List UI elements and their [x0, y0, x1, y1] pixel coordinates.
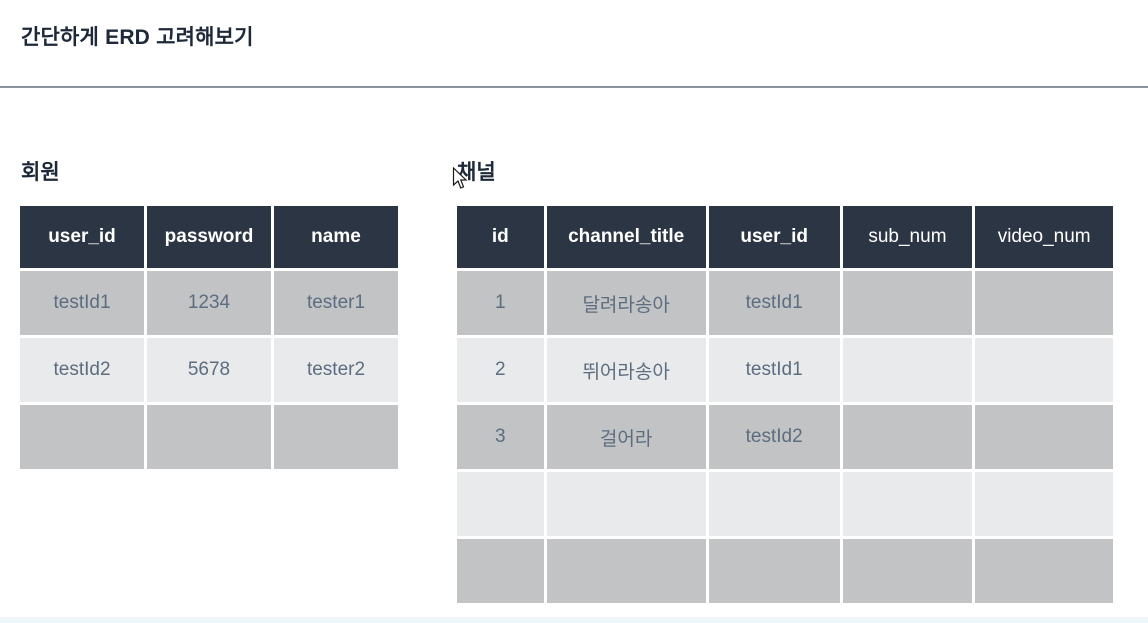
table-cell	[708, 539, 840, 603]
column-header-sub_num: sub_num	[842, 206, 973, 268]
table-cell	[147, 405, 271, 469]
table-cell	[975, 271, 1113, 335]
table-cell: 뛰어라송아	[546, 338, 706, 402]
table-cell: tester2	[274, 338, 398, 402]
table-cell	[20, 405, 144, 469]
table-cell: tester1	[274, 271, 398, 335]
column-header-name: name	[274, 206, 398, 268]
table-cell	[975, 472, 1113, 536]
table-cell: testId2	[708, 405, 840, 469]
table-cell	[274, 405, 398, 469]
table-cell	[546, 539, 706, 603]
column-header-user_id: user_id	[708, 206, 840, 268]
table-cell: 달려라송아	[546, 271, 706, 335]
column-header-user_id: user_id	[20, 206, 144, 268]
column-header-password: password	[147, 206, 271, 268]
column-header-video_num: video_num	[975, 206, 1113, 268]
table-cell: 3	[457, 405, 544, 469]
table-cell	[975, 405, 1113, 469]
table-cell: testId2	[20, 338, 144, 402]
table-cell	[457, 539, 544, 603]
table-cell	[842, 338, 973, 402]
column-header-id: id	[457, 206, 544, 268]
table-cell	[842, 405, 973, 469]
page-title: 간단하게 ERD 고려해보기	[21, 26, 254, 49]
table-cell: testId1	[708, 338, 840, 402]
table-cell	[842, 472, 973, 536]
table-cell	[457, 472, 544, 536]
table-cell: 1234	[147, 271, 271, 335]
bottom-strip	[0, 617, 1148, 623]
column-header-channel_title: channel_title	[546, 206, 706, 268]
divider	[0, 86, 1148, 88]
table-cell: 걸어라	[546, 405, 706, 469]
table-cell: 1	[457, 271, 544, 335]
table-cell	[975, 539, 1113, 603]
table-cell	[708, 472, 840, 536]
table-cell: 5678	[147, 338, 271, 402]
member-table-title: 회원	[21, 161, 60, 184]
table-cell	[842, 539, 973, 603]
table-cell	[975, 338, 1113, 402]
table-cell: 2	[457, 338, 544, 402]
table-cell: testId1	[708, 271, 840, 335]
table-cell	[842, 271, 973, 335]
table-cell: testId1	[20, 271, 144, 335]
channel-table-title: 채널	[457, 161, 496, 184]
table-cell	[546, 472, 706, 536]
